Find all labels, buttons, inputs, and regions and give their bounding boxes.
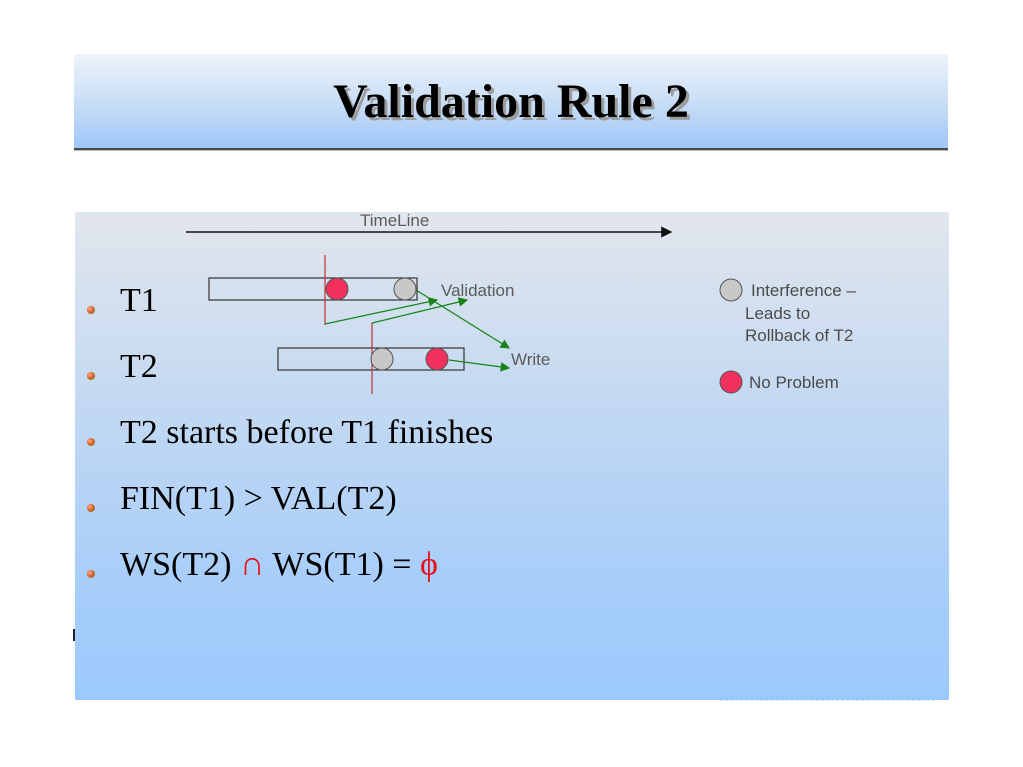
legend-interference-icon <box>719 278 743 302</box>
bullet-text-part: WS(T1) = <box>264 546 420 583</box>
bullet-dot-icon <box>87 570 95 578</box>
write-arrow <box>415 289 511 349</box>
bullet-dot-icon <box>87 306 95 314</box>
t2-bar <box>277 347 465 371</box>
title-bar: Validation Rule 2 <box>74 54 948 150</box>
timeline-diagram: TimeLine Validation Write Interference –… <box>186 212 856 394</box>
write-arrow <box>448 359 511 372</box>
bullet-dot-icon <box>87 372 95 380</box>
write-label: Write <box>511 350 550 369</box>
content-panel: T1 T2 T2 starts before T1 finishes FIN(T… <box>75 212 949 700</box>
slide-title: Validation Rule 2 <box>333 75 689 128</box>
validation-arrow <box>324 297 439 325</box>
bullet-dot-icon <box>87 438 95 446</box>
bullet-text-part: WS(T2) <box>120 546 240 583</box>
bullet-text: FIN(T1) > VAL(T2) <box>120 480 397 517</box>
bullet-text: T2 starts before T1 finishes <box>120 414 494 451</box>
legend-interference-label: Leads to <box>745 304 810 323</box>
t2-no-problem-circle <box>425 347 449 371</box>
validation-arrow <box>371 297 469 324</box>
legend-no-problem-icon <box>719 370 743 394</box>
bullet-dot-icon <box>87 504 95 512</box>
timeline-label: TimeLine <box>360 212 429 230</box>
validation-label: Validation <box>441 281 514 300</box>
bullet-text: T2 <box>120 348 158 385</box>
legend-interference-label: Rollback of T2 <box>745 326 853 345</box>
t1-bar <box>208 277 418 301</box>
t1-interference-circle <box>393 277 417 301</box>
bullet-text: T1 <box>120 282 158 319</box>
empty-set-symbol: ϕ <box>419 546 438 583</box>
legend-no-problem-label: No Problem <box>749 373 839 392</box>
divider <box>73 629 75 641</box>
bullet-text: WS(T2) ∩ WS(T1) = ϕ <box>120 546 438 584</box>
t1-no-problem-circle <box>325 277 349 301</box>
t2-interference-circle <box>370 347 394 371</box>
intersection-symbol: ∩ <box>239 546 265 583</box>
legend-interference-label: Interference – <box>751 281 856 300</box>
footer-link <box>720 692 935 701</box>
